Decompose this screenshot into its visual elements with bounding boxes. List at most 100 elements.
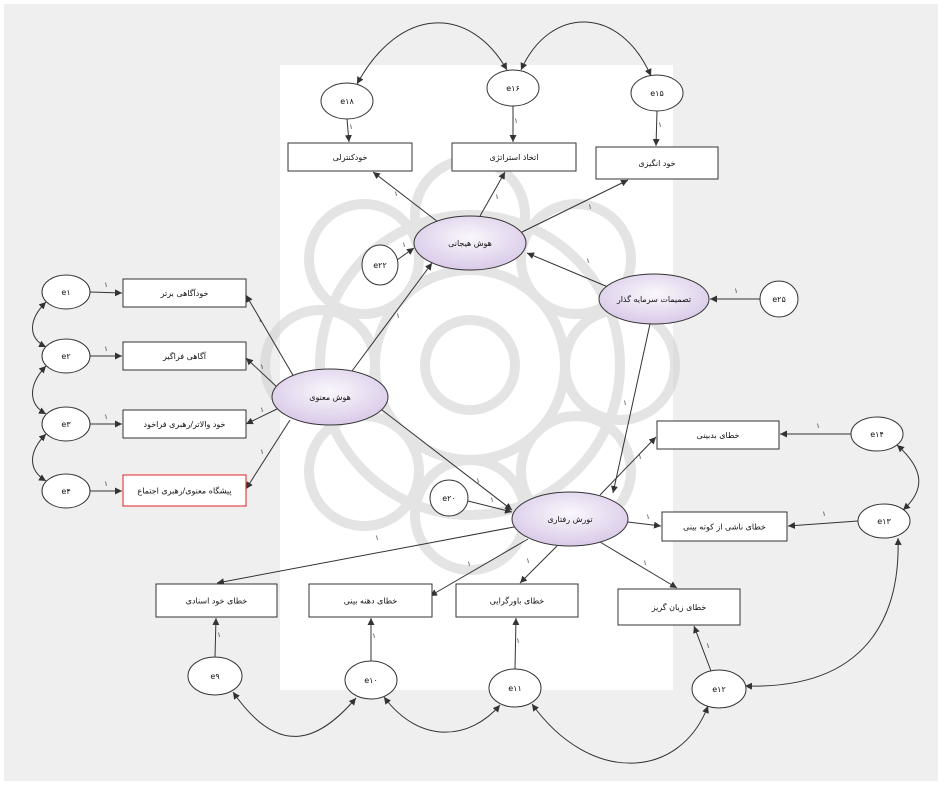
- path-coefficient: ۱: [623, 399, 627, 407]
- edge-bb-loss: [599, 541, 678, 589]
- error-label: e۱۶: [506, 84, 520, 93]
- indicator-box-hindsight: خطای ناشی از کوته بینی: [661, 511, 788, 542]
- edge-si-higher: [245, 294, 295, 378]
- edge-si-ei: [351, 262, 433, 372]
- indicator-box-self-control: خودکنترلی: [287, 142, 413, 172]
- cov-e10-e11: [383, 696, 501, 733]
- indicator-label: خود انگیزی: [638, 158, 675, 168]
- edge-e13: [787, 520, 859, 529]
- error-e15: e۱۵: [630, 74, 684, 112]
- indicator-label: خطای خود اسنادی: [186, 597, 248, 606]
- indicator-label: آگاهی فراگیر: [162, 351, 207, 361]
- edge-e12: [693, 625, 712, 672]
- indicator-box-loss-aversion: خطای زیان گریز: [617, 588, 741, 626]
- error-e14: e۱۴: [850, 416, 904, 452]
- latent-spiritual-intelligence: هوش معنوی: [271, 368, 389, 426]
- error-e20: e۲۰: [429, 479, 469, 517]
- edge-e15: [652, 110, 660, 147]
- latent-investor-decisions: تصمیمات سرمایه گذار: [598, 273, 710, 325]
- path-coefficient: ۱: [104, 281, 108, 289]
- path-coefficient: ۱: [514, 117, 518, 125]
- latent-label: تصمیمات سرمایه گذار: [616, 294, 691, 304]
- error-e4: e۴: [41, 473, 91, 509]
- path-coefficient: ۱: [822, 510, 826, 518]
- cov-e11-e12: [531, 703, 709, 764]
- indicator-box-self-motivation: خود انگیزی: [595, 146, 719, 180]
- path-coefficient: ۱: [658, 121, 662, 129]
- error-label: e۱۰: [364, 676, 378, 685]
- error-e12: e۱۲: [691, 669, 747, 709]
- cov-e18-e16: [356, 22, 508, 85]
- error-e2: e۲: [41, 338, 91, 374]
- error-label: e۱۲: [712, 685, 726, 694]
- error-e18: e۱۸: [320, 82, 374, 120]
- error-e16: e۱۶: [486, 69, 540, 107]
- path-coefficient: ۱: [104, 480, 108, 488]
- indicator-label: خطای ناشی از کوته بینی: [683, 523, 766, 532]
- indicator-box-self-transcendence: خود والاتر/رهبری فراخود: [122, 409, 247, 439]
- cov-e2-e3: [32, 365, 47, 415]
- error-e22: e۲۲: [361, 244, 399, 286]
- error-label: e۱۱: [508, 684, 522, 693]
- error-label: e۲: [61, 352, 70, 361]
- error-e25: e۲۵: [759, 280, 799, 318]
- edge-e20: [467, 500, 513, 514]
- path-coefficient: ۱: [104, 413, 108, 421]
- edge-si-social: [245, 419, 291, 490]
- indicator-label: خطای باورگرایی: [490, 596, 545, 606]
- edge-bb-hindsight: [627, 521, 662, 529]
- path-coefficient: ۱: [349, 123, 353, 131]
- error-label: e۱۸: [340, 97, 354, 106]
- edge-id-ei: [526, 252, 609, 288]
- path-coefficient: ۱: [490, 496, 494, 504]
- path-coefficient: ۱: [260, 363, 264, 371]
- path-coefficient: ۱: [734, 287, 738, 295]
- edge-id-bb: [611, 323, 651, 494]
- indicator-box-higher-awareness: خودآگاهی برتر: [122, 278, 247, 308]
- path-coefficient: ۱: [495, 193, 499, 201]
- path-coefficient: ۱: [396, 312, 400, 320]
- edge-bb-confirmation: [519, 545, 558, 584]
- path-coefficient: ۱: [638, 453, 642, 461]
- path-coefficient: ۱: [476, 477, 480, 485]
- path-coefficient: ۱: [260, 448, 264, 456]
- indicator-box-confirmation: خطای باورگرایی: [455, 583, 579, 618]
- path-coefficient: ۱: [706, 642, 710, 650]
- edge-ei-self-control: [372, 171, 439, 223]
- path-coefficient: ۱: [588, 203, 592, 211]
- edge-ei-self-motivation: [521, 179, 629, 233]
- indicator-box-overoptimism: خطای بدبینی: [656, 420, 780, 450]
- edge-bb-anchoring: [429, 538, 529, 597]
- path-coefficient: ۱: [375, 534, 379, 542]
- path-coefficient: ۱: [258, 316, 262, 324]
- error-label: e۱: [61, 288, 70, 297]
- latent-emotional-intelligence: هوش هیجانی: [413, 215, 527, 271]
- indicator-label: خودکنترلی: [333, 153, 368, 162]
- indicator-label: خود والاتر/رهبری فراخود: [144, 420, 226, 429]
- indicator-label: خطای زیان گریز: [651, 602, 707, 612]
- latent-label: هوش هیجانی: [448, 239, 492, 248]
- path-coefficient: ۱: [516, 637, 520, 645]
- path-coefficient: ۱: [526, 557, 530, 565]
- cov-e12-e13: [744, 537, 902, 690]
- edge-bb-self-attribution: [216, 526, 515, 586]
- error-label: e۲۵: [772, 295, 786, 304]
- error-e1: e۱: [41, 274, 91, 310]
- edge-si-bb: [381, 409, 513, 511]
- path-coefficient: ۱: [217, 631, 221, 639]
- indicator-box-social-spiritual: پیشگاه معنوی/رهبری اجتماع: [122, 474, 247, 507]
- indicator-label: خودآگاهی برتر: [160, 288, 209, 298]
- error-label: e۳: [61, 420, 71, 429]
- path-coefficient: ۱: [646, 513, 650, 521]
- indicator-label: اتخاذ استراتژی: [489, 153, 538, 162]
- edge-si-transcendent: [245, 357, 279, 389]
- indicator-label: خطای دهنه بینی: [344, 597, 398, 606]
- cov-e1-e2: [32, 301, 47, 348]
- latent-label: تورش رفتاری: [547, 515, 592, 524]
- path-coefficient: ۱: [260, 406, 264, 414]
- path-coefficient: ۱: [816, 422, 820, 430]
- error-label: e۴: [61, 487, 70, 496]
- indicator-box-anchoring: خطای دهنه بینی: [308, 583, 433, 618]
- indicator-box-strategy: اتخاذ استراتژی: [451, 142, 577, 172]
